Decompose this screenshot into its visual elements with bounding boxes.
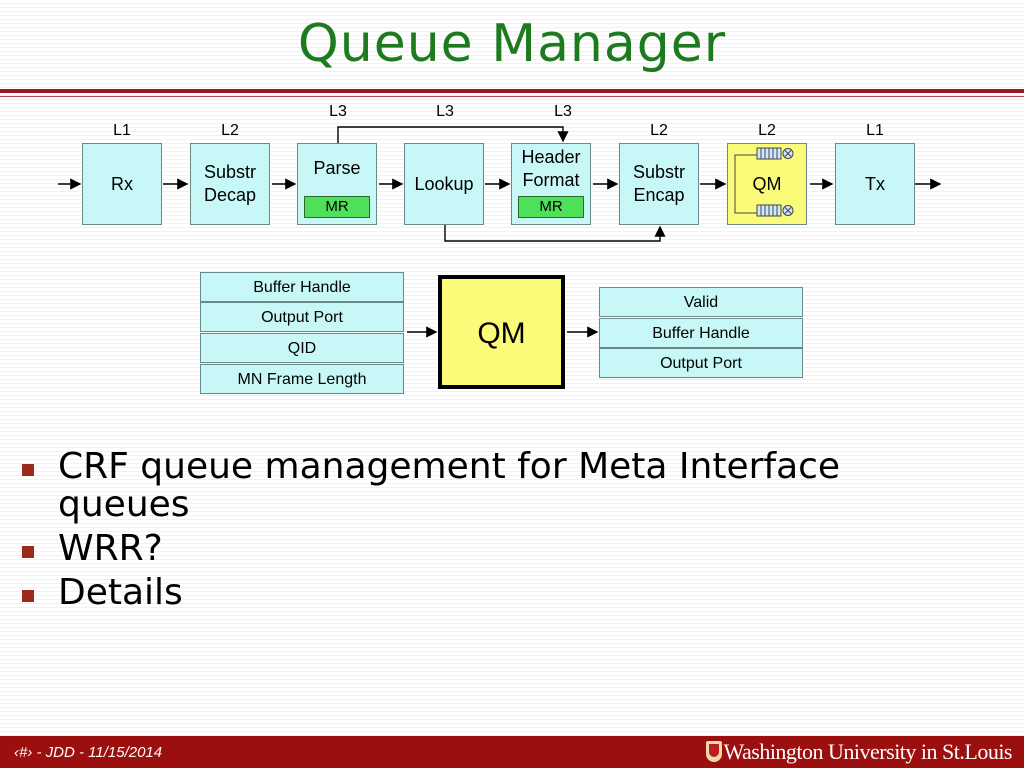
level-label: L1 — [866, 122, 884, 139]
list-item: CRF queue management for Meta Interface … — [20, 448, 980, 524]
list-item: WRR? — [20, 530, 980, 568]
bullet-text: CRF queue management for Meta Interface … — [58, 446, 841, 525]
queue-icon — [734, 147, 794, 217]
qm-output-field: Output Port — [599, 348, 803, 378]
qm-block: QM — [438, 275, 565, 389]
stage-label: Tx — [865, 174, 885, 194]
stage-qm: QM — [727, 143, 807, 225]
footer-university-name: Washington University in St.Louis — [723, 739, 1012, 764]
level-label: L2 — [221, 122, 239, 139]
stage-substr-encap: Substr Encap — [619, 143, 699, 225]
qm-input-field: QID — [200, 333, 404, 363]
level-label: L1 — [113, 122, 131, 139]
stage-label: Parse — [313, 158, 361, 178]
stage-label: Header — [521, 147, 581, 167]
title-rule — [0, 89, 1024, 93]
slide-title: Queue Manager — [297, 14, 727, 74]
footer-slide-info: ‹#› - JDD - 11/15/2014 — [14, 744, 163, 761]
stage-substr-decap: Substr Decap — [190, 143, 270, 225]
qm-input-field: Buffer Handle — [200, 272, 404, 302]
bypass-bottom — [444, 225, 666, 242]
level-label-top: L3 — [554, 103, 572, 120]
qm-output-field: Buffer Handle — [599, 318, 803, 348]
qm-input-field: Output Port — [200, 302, 404, 332]
stage-label: Substr — [203, 162, 257, 182]
bullet-list: CRF queue management for Meta Interface … — [20, 448, 980, 618]
level-label: L2 — [650, 122, 668, 139]
stage-rx: Rx — [82, 143, 162, 225]
stage-label: QM — [752, 174, 782, 194]
bullet-text: WRR? — [58, 528, 163, 569]
stage-label: Rx — [111, 174, 133, 194]
footer-bar: ‹#› - JDD - 11/15/2014 Washington Univer… — [0, 736, 1024, 768]
stage-label: Substr — [632, 162, 686, 182]
level-label-top: L3 — [329, 103, 347, 120]
level-label: L2 — [758, 122, 776, 139]
qm-input-field: MN Frame Length — [200, 364, 404, 394]
stage-lookup: Lookup — [404, 143, 484, 225]
bullet-square-icon — [22, 590, 34, 602]
qm-output-field: Valid — [599, 287, 803, 317]
stage-label: Encap — [633, 185, 685, 205]
list-item: Details — [20, 574, 980, 612]
bullet-square-icon — [22, 464, 34, 476]
level-label-top: L3 — [436, 103, 454, 120]
stage-tx: Tx — [835, 143, 915, 225]
stage-header-format: Header Format MR — [511, 143, 591, 225]
stage-label: Decap — [203, 185, 257, 205]
mr-badge: MR — [518, 196, 584, 218]
bullet-square-icon — [22, 546, 34, 558]
stage-label: Lookup — [414, 174, 474, 194]
mr-badge: MR — [304, 196, 370, 218]
stage-label: Format — [522, 170, 580, 190]
pipeline-connectors — [58, 126, 942, 242]
stage-parse: Parse MR — [297, 143, 377, 225]
title-rule-thin — [0, 96, 1024, 97]
bypass-top — [337, 126, 569, 143]
bullet-text: Details — [58, 572, 183, 613]
university-shield-icon — [706, 741, 722, 762]
